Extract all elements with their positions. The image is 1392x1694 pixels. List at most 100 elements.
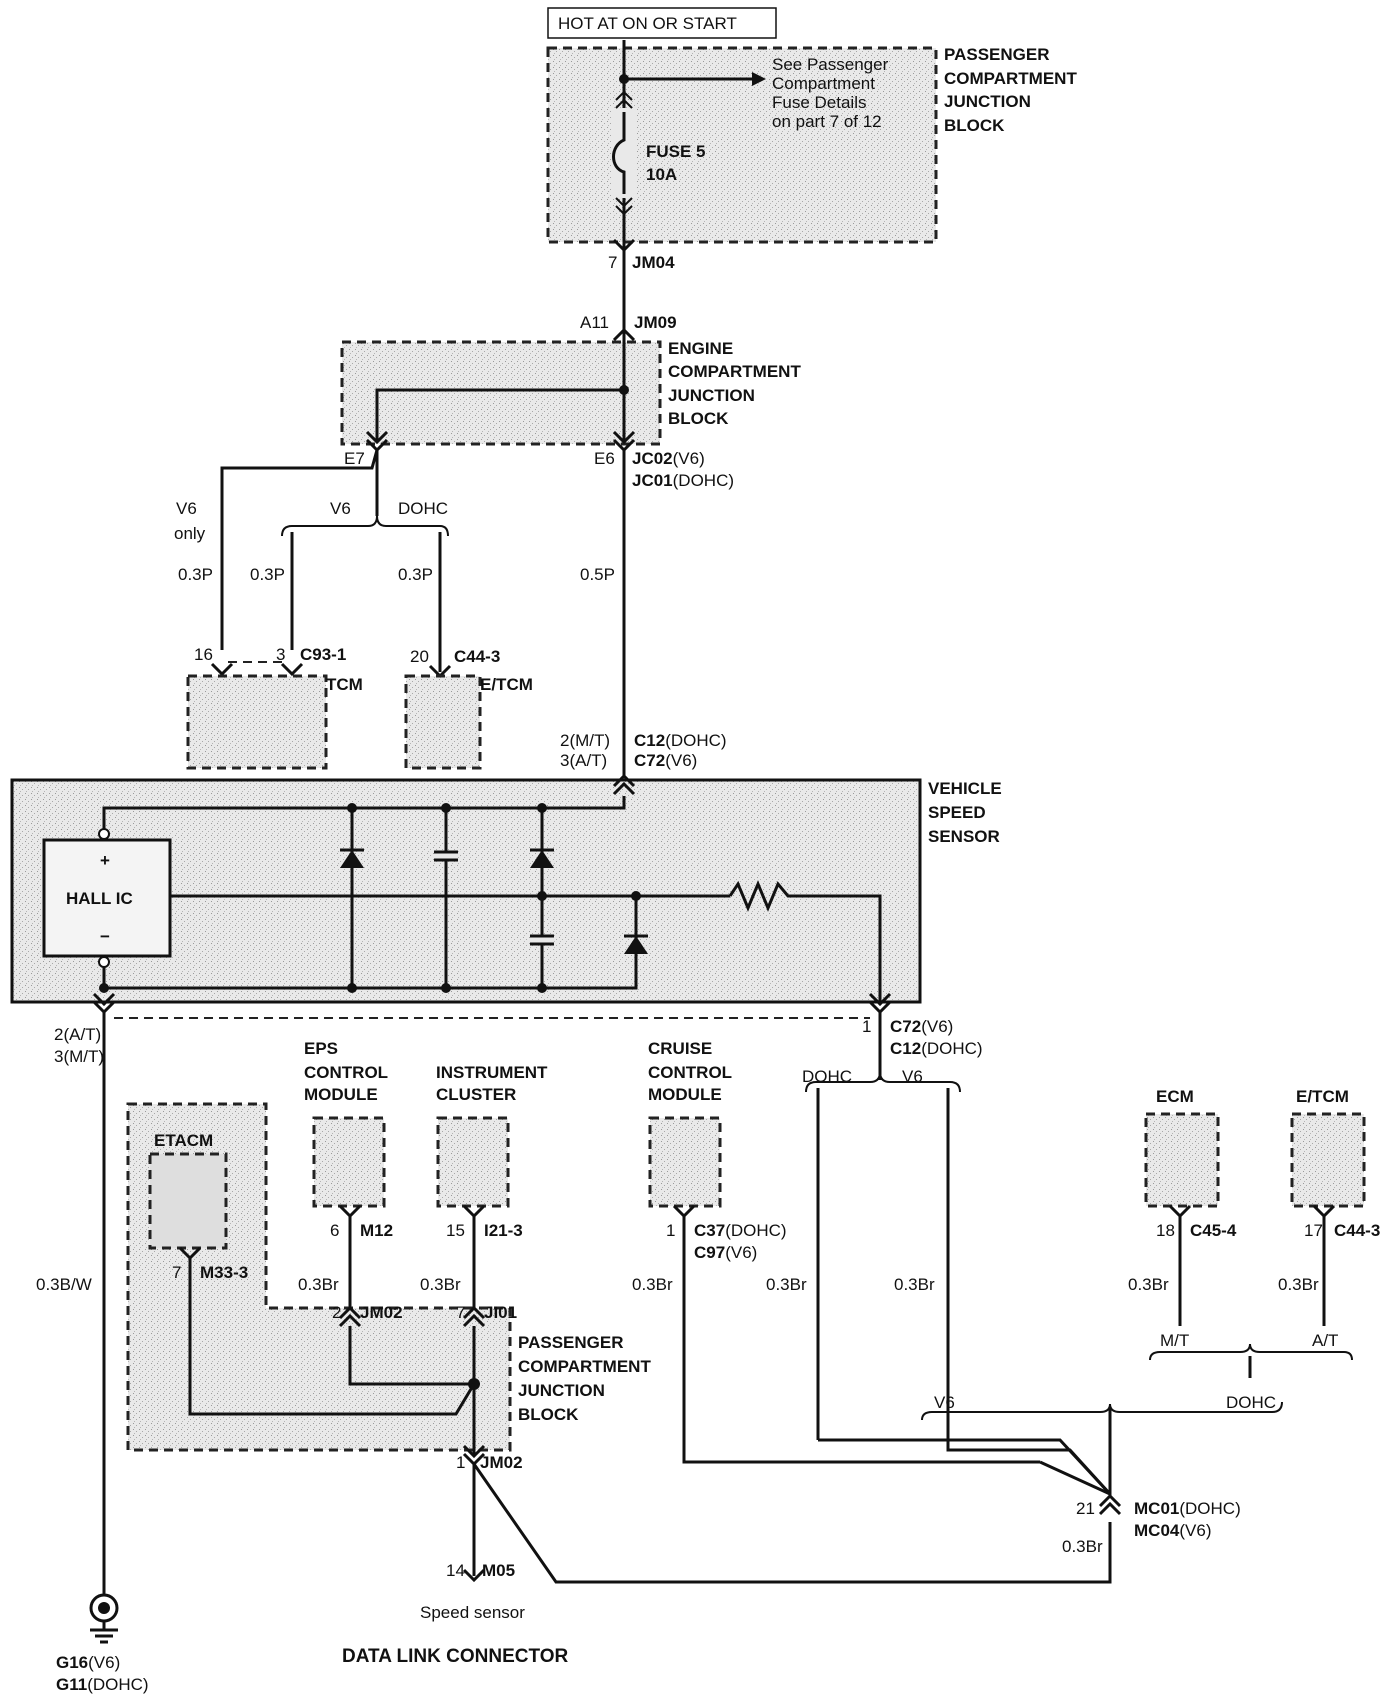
svg-text:18: 18 — [1156, 1221, 1175, 1240]
eps-title-1: EPS — [304, 1039, 338, 1058]
svg-text:V6: V6 — [330, 499, 351, 518]
jm02-top-connector — [338, 1305, 362, 1328]
etacm-label: ETACM — [154, 1131, 213, 1150]
svg-text:2: 2 — [332, 1303, 341, 1322]
svg-text:7: 7 — [172, 1263, 181, 1282]
svg-text:1: 1 — [666, 1221, 675, 1240]
svg-text:E6: E6 — [594, 449, 615, 468]
etcm-bottom-box — [1292, 1114, 1364, 1206]
svg-text:+: + — [100, 851, 110, 870]
m05-connector — [462, 1568, 486, 1583]
hall-ic-box — [42, 838, 172, 958]
svg-text:7: 7 — [456, 1303, 465, 1322]
ji01-label: JI01 — [484, 1303, 517, 1322]
svg-text:7: 7 — [608, 253, 617, 272]
diode-icon — [624, 936, 648, 954]
svg-text:V6: V6 — [934, 1393, 955, 1412]
svg-text:0.3Br: 0.3Br — [766, 1275, 807, 1294]
fuse-icon — [612, 112, 626, 194]
svg-text:0.3Br: 0.3Br — [894, 1275, 935, 1294]
svg-text:0.3Br: 0.3Br — [632, 1275, 673, 1294]
ecm-box — [1146, 1114, 1218, 1206]
fuse-name: FUSE 5 — [646, 142, 706, 161]
cluster-title-2: CLUSTER — [436, 1085, 516, 1104]
hot-label-box — [547, 7, 777, 39]
engine-jb-title-2: COMPARTMENT — [668, 362, 801, 381]
pcjb-top-title-3: JUNCTION — [944, 92, 1031, 111]
i21-label: I21-3 — [484, 1221, 523, 1240]
pcjb-top-box — [548, 48, 936, 242]
m12-label: M12 — [360, 1221, 393, 1240]
svg-text:3(M/T): 3(M/T) — [54, 1047, 104, 1066]
svg-text:0.5P: 0.5P — [580, 565, 615, 584]
mc01-label: MC01(DOHC) — [1134, 1499, 1241, 1518]
eps-box — [314, 1118, 384, 1206]
svg-text:DOHC: DOHC — [1226, 1393, 1276, 1412]
svg-text:0.3Br: 0.3Br — [1062, 1537, 1103, 1556]
c37-connector — [672, 1204, 696, 1219]
hot-label: HOT AT ON OR START — [558, 14, 737, 33]
svg-text:3: 3 — [276, 645, 285, 664]
engine-jb-title-4: BLOCK — [668, 409, 729, 428]
vss-title-3: SENSOR — [928, 827, 1000, 846]
mc-connector — [1098, 1493, 1122, 1516]
pcjb-top-title-4: BLOCK — [944, 116, 1005, 135]
resistor-icon — [728, 880, 882, 1002]
svg-text:E7: E7 — [344, 449, 365, 468]
svg-text:only: only — [174, 524, 206, 543]
c72-top-label: C72(V6) — [634, 751, 697, 770]
c72-right-label: C72(V6) — [890, 1017, 953, 1036]
ecm-label: ECM — [1156, 1087, 1194, 1106]
etacm-box — [150, 1154, 226, 1248]
c12-right-label: C12(DOHC) — [890, 1039, 983, 1058]
svg-text:0.3Br: 0.3Br — [1128, 1275, 1169, 1294]
svg-text:−: − — [100, 927, 110, 946]
jm09-label: JM09 — [634, 313, 677, 332]
svg-text:1: 1 — [456, 1453, 465, 1472]
c37-label: C37(DOHC) — [694, 1221, 787, 1240]
svg-text:V6: V6 — [902, 1067, 923, 1086]
jm04-label: JM04 — [632, 253, 675, 272]
svg-text:DOHC: DOHC — [802, 1067, 852, 1086]
engine-jb-title-3: JUNCTION — [668, 386, 755, 405]
eps-title-3: MODULE — [304, 1085, 378, 1104]
hall-ic-label: HALL IC — [66, 889, 133, 908]
pcjb-top-title-2: COMPARTMENT — [944, 69, 1077, 88]
vss-title-2: SPEED — [928, 803, 986, 822]
svg-text:20: 20 — [410, 647, 429, 666]
svg-text:1: 1 — [862, 1017, 871, 1036]
engine-jb-title-1: ENGINE — [668, 339, 733, 358]
c44-bottom-label: C44-3 — [1334, 1221, 1380, 1240]
mc04-label: MC04(V6) — [1134, 1521, 1211, 1540]
jc02-label: JC02(V6) — [632, 449, 705, 468]
svg-text:21: 21 — [1076, 1499, 1095, 1518]
pcjb-bottom-title-4: BLOCK — [518, 1405, 579, 1424]
c45-label: C45-4 — [1190, 1221, 1237, 1240]
fuse-note-4: on part 7 of 12 — [772, 112, 882, 131]
g11-label: G11(DOHC) — [56, 1675, 149, 1694]
eps-title-2: CONTROL — [304, 1063, 388, 1082]
svg-text:DOHC: DOHC — [398, 499, 448, 518]
svg-text:17: 17 — [1304, 1221, 1323, 1240]
m12-connector — [338, 1204, 362, 1219]
etcm-bottom-label: E/TCM — [1296, 1087, 1349, 1106]
g16-label: G16(V6) — [56, 1653, 120, 1672]
fuse-note-2: Compartment — [772, 74, 875, 93]
diode-icon — [530, 850, 554, 868]
c72-top-connector — [612, 773, 636, 796]
svg-text:0.3Br: 0.3Br — [420, 1275, 461, 1294]
engine-jb-box — [342, 342, 660, 444]
cruise-title-2: CONTROL — [648, 1063, 732, 1082]
cruise-box — [650, 1118, 720, 1206]
cluster-title-1: INSTRUMENT — [436, 1063, 548, 1082]
svg-text:14: 14 — [446, 1561, 465, 1580]
pcjb-bottom-title-1: PASSENGER — [518, 1333, 624, 1352]
etcm-top-box — [406, 676, 480, 768]
diode-icon — [340, 850, 364, 868]
arrow-icon — [752, 72, 766, 86]
i21-connector — [462, 1204, 486, 1219]
c93-label: C93-1 — [300, 645, 346, 664]
jm02-top-label: JM02 — [360, 1303, 403, 1322]
pcjb-top-title-1: PASSENGER — [944, 45, 1050, 64]
